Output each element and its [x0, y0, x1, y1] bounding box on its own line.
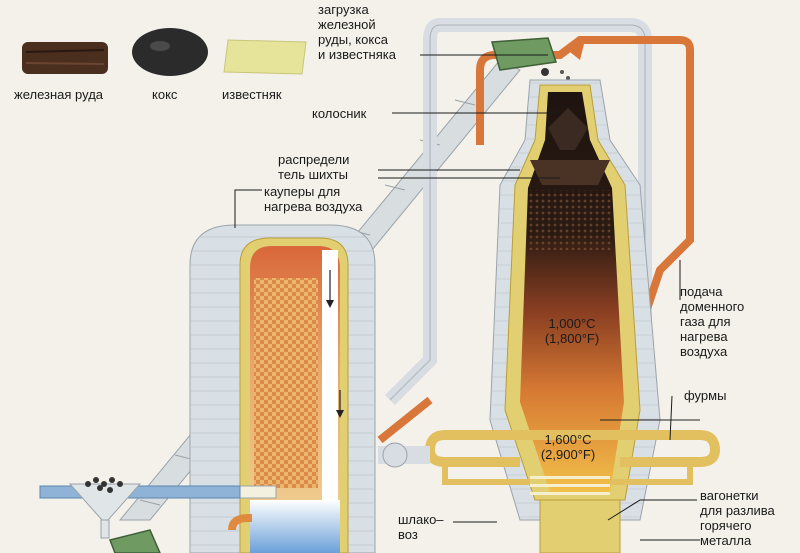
hopper [70, 477, 140, 538]
hot-blast-stove [190, 225, 375, 553]
cold-air-pipe [40, 486, 240, 498]
legend-limestone-label: известняк [222, 87, 282, 102]
label-loading: загрузка железной руды, кокса и известня… [318, 2, 396, 62]
legend-iron-ore-label: железная руда [14, 87, 103, 102]
label-gas-supply: подача доменного газа для нагрева воздух… [680, 284, 744, 359]
label-tuyeres: фурмы [684, 388, 726, 403]
skip-car-bottom [110, 530, 160, 553]
coke-icon [132, 28, 208, 76]
iron-ore-icon [22, 42, 108, 74]
limestone-icon [224, 40, 306, 74]
legend-coke-label: кокс [152, 87, 177, 102]
skip-car [492, 38, 556, 76]
label-ladle-cars: вагонетки для разлива горячего металла [700, 488, 775, 548]
label-throat: колосник [312, 106, 366, 121]
temperature-upper: 1,000°C (1,800°F) [522, 316, 622, 346]
temperature-lower: 1,600°C (2,900°F) [518, 432, 618, 462]
label-slag-car: шлако– воз [398, 512, 444, 542]
label-distributor: распредели тель шихты [278, 152, 349, 182]
label-stoves: кауперы для нагрева воздуха [264, 184, 362, 214]
